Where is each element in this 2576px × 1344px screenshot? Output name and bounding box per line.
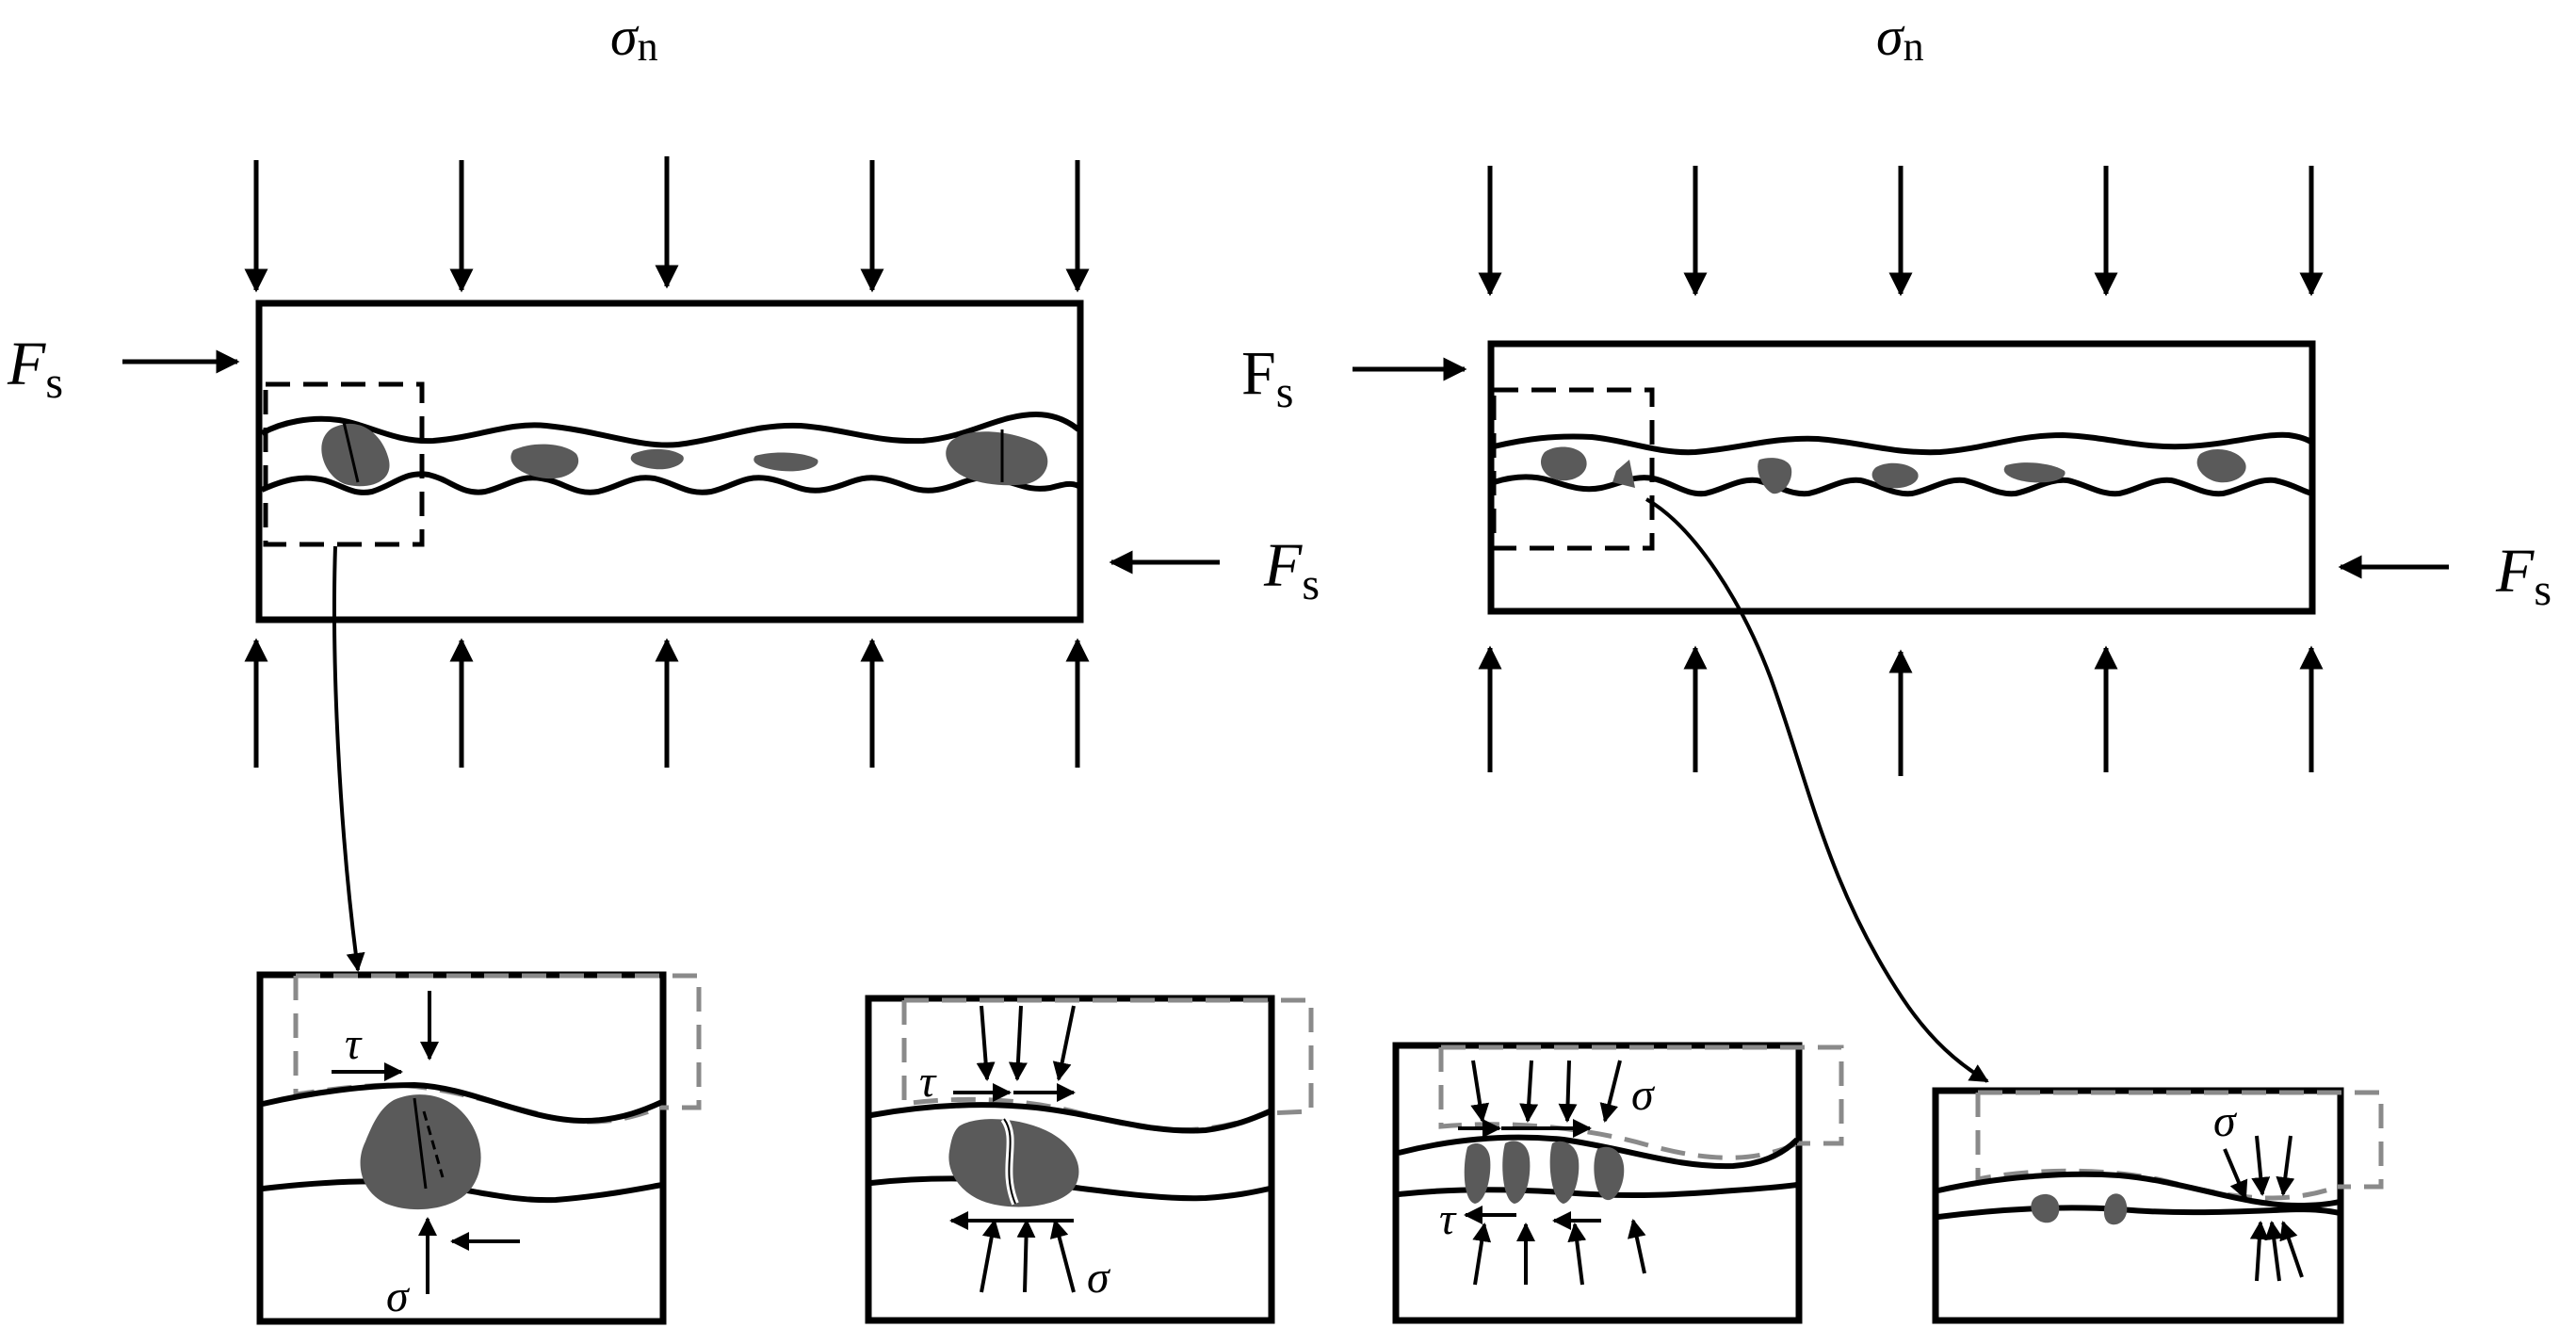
right-top-normal-arrows — [1478, 166, 2324, 297]
detail-4-top-normal-arrows — [2223, 1135, 2295, 1200]
right-specimen: σn Fs Fs — [1241, 6, 2552, 1083]
left-zoom-region — [263, 381, 425, 547]
left-gouge-particles — [321, 421, 1048, 487]
detail-4-shifted-wall-outline — [1978, 1090, 2384, 1190]
detail-3-shifted-wall-outline — [1441, 1044, 1844, 1146]
detail-2-upper-wall — [870, 1102, 1272, 1134]
detail-2-lower-wall — [870, 1175, 1271, 1202]
left-top-normal-arrows — [244, 156, 1090, 293]
right-bottom-normal-arrows — [1478, 645, 2324, 776]
right-gouge-particles — [1540, 446, 2246, 494]
detail-4-particles — [2031, 1193, 2128, 1225]
detail-3-upper-wall — [1398, 1134, 1800, 1170]
detail-4-sigma-label: σ — [2213, 1096, 2238, 1146]
right-joint-upper-wall — [1493, 431, 2314, 456]
detail-1-upper-wall — [262, 1081, 664, 1125]
detail-2-particle — [948, 1119, 1079, 1207]
left-joint-lower-wall — [260, 471, 1080, 495]
left-zoom-connector — [332, 545, 365, 972]
detail-2-particle-split-edge — [1003, 1118, 1016, 1205]
right-specimen-box — [1487, 340, 2316, 615]
left-joint-upper-wall — [260, 411, 1080, 448]
right-joint-lower-wall — [1493, 474, 2313, 497]
right-zoom-connector — [1644, 497, 1989, 1083]
detail-2-tau-label: τ — [919, 1057, 937, 1107]
left-specimen-box — [255, 300, 1084, 623]
fs-left-top-label: Fs — [7, 330, 63, 408]
detail-1-tau-label: τ — [345, 1019, 363, 1069]
detail-2-top-normal-arrows — [976, 1005, 1076, 1081]
detail-1-lower-wall — [262, 1178, 663, 1204]
detail-1-shifted-wall-outline — [296, 973, 702, 1110]
left-bottom-normal-arrows — [244, 638, 1090, 768]
detail-2-shifted-wall-profile — [901, 1000, 1269, 1133]
detail-1-particle-crack-dashed — [422, 1110, 445, 1178]
fs-right-top-label: Fs — [1241, 339, 1293, 417]
detail-4-bottom-normal-arrows — [2249, 1221, 2304, 1282]
detail-1-particle-crack — [413, 1097, 428, 1190]
fs-right-bottom-label: Fs — [2495, 537, 2552, 615]
detail-panel-2: τ σ — [865, 995, 1314, 1324]
detail-panel-3: σ τ — [1392, 1042, 1844, 1324]
sigma-n-right-label: σn — [1876, 6, 1924, 70]
fs-left-bottom-label: Fs — [1263, 531, 1320, 609]
detail-1-sigma-label: σ — [386, 1271, 411, 1321]
detail-2-sigma-label: σ — [1087, 1253, 1111, 1303]
detail-3-bottom-normal-arrows — [1472, 1219, 1646, 1286]
detail-3-tau-label: τ — [1439, 1194, 1457, 1244]
detail-2-bottom-normal-arrows — [980, 1219, 1076, 1293]
detail-4-upper-wall — [1937, 1171, 2341, 1209]
detail-2-shifted-wall-outline — [904, 997, 1314, 1116]
detail-3-top-normal-arrows — [1470, 1060, 1622, 1123]
detail-3-sigma-label: σ — [1631, 1070, 1656, 1120]
left-specimen: σn Fs Fs — [7, 6, 1320, 972]
detail-panel-1: τ σ — [256, 971, 702, 1325]
detail-3-particles — [1464, 1141, 1625, 1204]
right-zoom-region — [1491, 387, 1655, 551]
detail-panel-4: σ — [1932, 1087, 2384, 1324]
sigma-n-left-label: σn — [610, 6, 658, 70]
detail-4-lower-wall — [1937, 1205, 2341, 1220]
